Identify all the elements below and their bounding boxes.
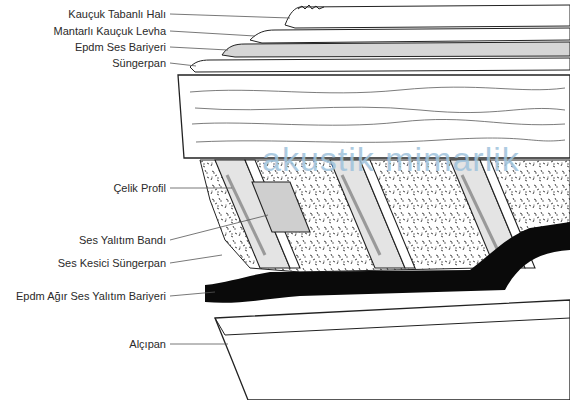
leader-line [170, 255, 222, 263]
part-label: Alçıpan [129, 338, 166, 351]
leader-line [170, 292, 215, 296]
leader-line [170, 14, 290, 18]
part-label: Çelik Profil [113, 182, 166, 195]
part-label: Epdm Ses Bariyeri [75, 41, 166, 54]
plasterboard [215, 300, 570, 400]
part-label: Ses Kesici Süngerpan [58, 257, 166, 270]
part-label: Epdm Ağır Ses Yalıtım Bariyeri [16, 290, 166, 303]
leader-line [170, 63, 196, 66]
leader-lines [170, 14, 290, 344]
carpet-pile [298, 5, 324, 9]
part-label: Süngerpan [112, 57, 166, 70]
sponge-layer [190, 58, 570, 72]
leader-line [170, 188, 232, 189]
part-label: Mantarlı Kauçuk Levha [53, 25, 166, 38]
wood-grain [190, 87, 565, 142]
part-label: Ses Yalıtım Bandı [79, 234, 166, 247]
epdm-barrier-layer [222, 42, 570, 57]
leader-line [170, 344, 228, 345]
plasterboard-edge [215, 318, 570, 335]
insulation-band [252, 182, 310, 232]
cork-rubber-sheet [250, 28, 570, 43]
leader-line [170, 47, 228, 50]
watermark: akustik mimarlik [262, 140, 520, 179]
carpet-layer [285, 5, 570, 28]
leader-line [170, 215, 268, 240]
leader-line [170, 31, 255, 36]
part-label: Kauçuk Tabanlı Halı [68, 8, 166, 21]
heavy-epdm-barrier [205, 222, 570, 303]
